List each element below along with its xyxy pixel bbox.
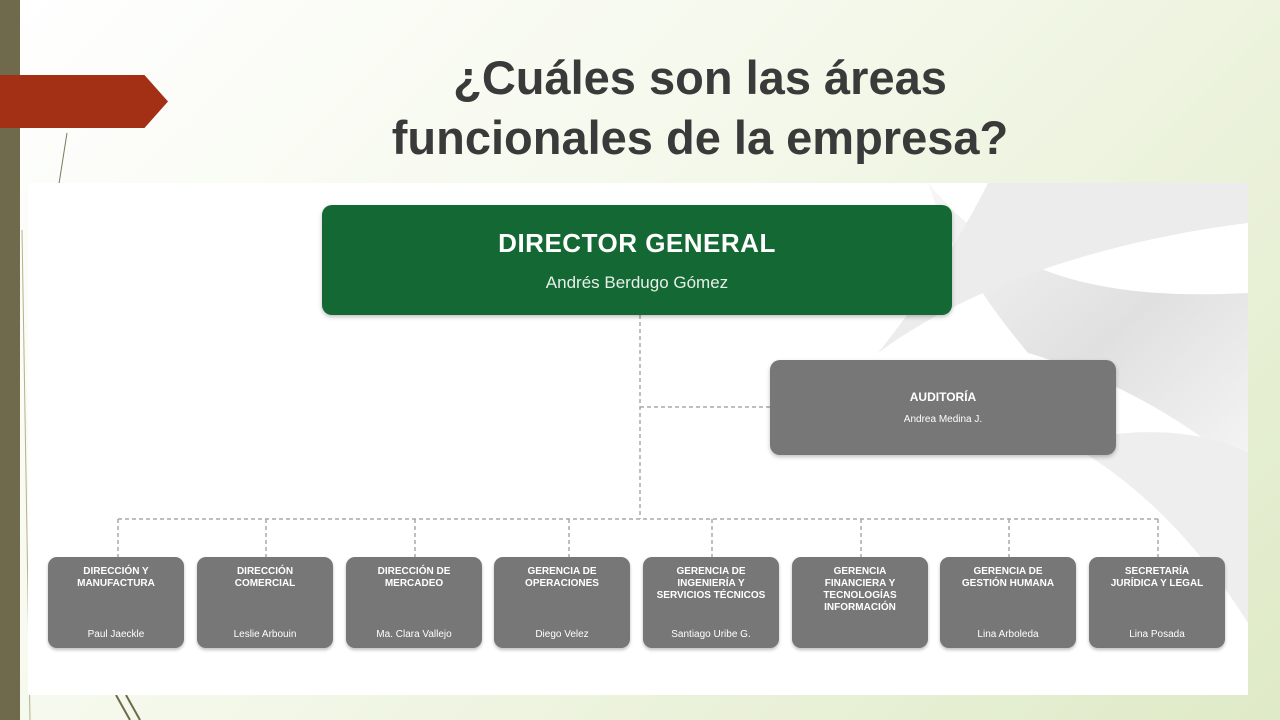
department-box: GERENCIA DE GESTIÓN HUMANA Lina Arboleda: [940, 557, 1076, 648]
department-box: DIRECCIÓN DE MERCADEO Ma. Clara Vallejo: [346, 557, 482, 648]
audit-box: AUDITORÍA Andrea Medina J.: [770, 360, 1116, 455]
department-person: Lina Arboleda: [977, 629, 1039, 640]
department-box: SECRETARÍA JURÍDICA Y LEGAL Lina Posada: [1089, 557, 1225, 648]
department-person: Ma. Clara Vallejo: [376, 629, 452, 640]
department-role: SECRETARÍA JURÍDICA Y LEGAL: [1110, 566, 1204, 589]
department-box: GERENCIA DE OPERACIONES Diego Velez: [494, 557, 630, 648]
department-role: GERENCIA FINANCIERA Y TECNOLOGÍAS INFORM…: [823, 566, 897, 613]
title-line-1: ¿Cuáles son las áreas: [453, 51, 947, 104]
side-bar: [0, 0, 20, 720]
department-role: DIRECCIÓN DE MERCADEO: [377, 566, 451, 589]
background-swoosh: [878, 183, 1248, 623]
department-person: Santiago Uribe G.: [671, 629, 751, 640]
department-box: DIRECCIÓN COMERCIAL Leslie Arbouin: [197, 557, 333, 648]
director-person: Andrés Berdugo Gómez: [545, 272, 729, 292]
department-box: DIRECCIÓN Y MANUFACTURA Paul Jaeckle: [48, 557, 184, 648]
director-role: DIRECTOR GENERAL: [498, 227, 776, 258]
department-box: GERENCIA FINANCIERA Y TECNOLOGÍAS INFORM…: [792, 557, 928, 648]
department-person: Leslie Arbouin: [233, 629, 297, 640]
org-chart-panel: DIRECTOR GENERAL Andrés Berdugo Gómez AU…: [28, 183, 1248, 695]
department-person: Diego Velez: [535, 629, 589, 640]
org-chart-connectors: [117, 315, 1159, 557]
department-role: DIRECCIÓN Y MANUFACTURA: [77, 566, 155, 589]
department-box: GERENCIA DE INGENIERÍA Y SERVICIOS TÉCNI…: [643, 557, 779, 648]
accent-arrow: [0, 75, 168, 128]
audit-role: AUDITORÍA: [909, 390, 977, 404]
department-role: GERENCIA DE GESTIÓN HUMANA: [961, 566, 1055, 589]
department-role: GERENCIA DE INGENIERÍA Y SERVICIOS TÉCNI…: [656, 566, 766, 601]
department-role: GERENCIA DE OPERACIONES: [525, 566, 599, 589]
slide-title: ¿Cuáles son las áreas funcionales de la …: [260, 48, 1140, 168]
department-person: Lina Posada: [1129, 629, 1185, 640]
title-line-2: funcionales de la empresa?: [391, 111, 1009, 164]
director-general-box: DIRECTOR GENERAL Andrés Berdugo Gómez: [322, 205, 952, 315]
department-person: Paul Jaeckle: [87, 629, 145, 640]
audit-person: Andrea Medina J.: [903, 414, 983, 425]
department-role: DIRECCIÓN COMERCIAL: [234, 566, 296, 589]
